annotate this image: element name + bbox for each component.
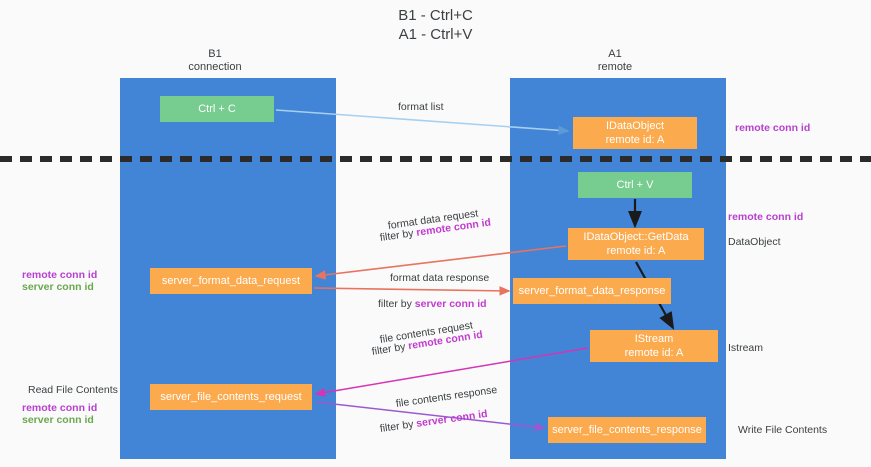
node-server-file-contents-request[interactable]: server_file_contents_request [150, 384, 312, 410]
phase-divider [0, 156, 871, 162]
annotation-write-file-contents: Write File Contents [738, 424, 828, 436]
node-server-format-data-response[interactable]: server_format_data_response [513, 278, 671, 304]
edge-label-format-data-response: format data response [390, 272, 490, 284]
annotation-istream: Istream [728, 342, 764, 354]
node-istream[interactable]: IStream remote id: A [590, 330, 718, 362]
filter-key-server-conn-id: server conn id [414, 298, 487, 310]
node-idataobject[interactable]: IDataObject remote id: A [573, 117, 697, 149]
edge-label-format-data-response-filter: filter by server conn id [378, 298, 487, 311]
annotation-remote-conn-id-top: remote conn id [735, 122, 811, 134]
annotation-left-remote-conn-id: remote conn id [22, 269, 98, 281]
annotation-left-server-conn-id-2: server conn id [22, 414, 94, 426]
node-ctrl-v[interactable]: Ctrl + V [578, 172, 692, 198]
annotation-read-file-contents: Read File Contents [28, 384, 118, 396]
edge-label-format-list: format list [398, 101, 444, 113]
filter-key-server-conn-id: server conn id [415, 407, 489, 430]
annotation-left-server-conn-id: server conn id [22, 281, 94, 293]
annotation-remote-conn-id-mid: remote conn id [728, 211, 804, 223]
column-heading-a1: A1 remote [597, 48, 633, 73]
annotation-left-remote-conn-id-2: remote conn id [22, 402, 98, 414]
node-idataobject-getdata[interactable]: IDataObject::GetData remote id: A [568, 228, 704, 260]
filter-prefix: filter by [378, 298, 415, 310]
arrow-format-data-response [313, 286, 511, 296]
annotation-dataobject: DataObject [728, 236, 781, 248]
node-ctrl-c[interactable]: Ctrl + C [160, 96, 274, 122]
column-heading-b1: B1 connection [188, 48, 242, 73]
filter-prefix: filter by [370, 340, 410, 358]
edge-label-file-contents-response: file contents response [395, 383, 498, 410]
edge-label-file-contents-response-filter: filter by server conn id [379, 408, 488, 436]
filter-prefix: filter by [379, 417, 418, 435]
node-server-format-data-request[interactable]: server_format_data_request [150, 268, 312, 294]
filter-prefix: filter by [379, 226, 418, 244]
diagram-title: B1 - Ctrl+C A1 - Ctrl+V [398, 7, 473, 43]
node-server-file-contents-response[interactable]: server_file_contents_response [548, 417, 706, 443]
